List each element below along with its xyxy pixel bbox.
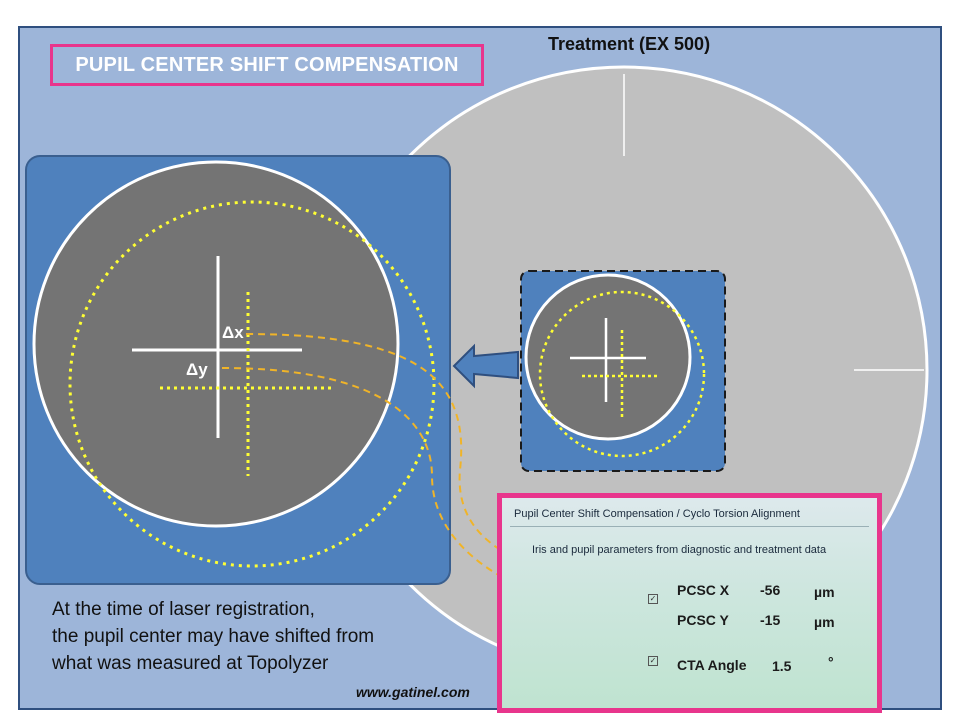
caption-line-1: At the time of laser registration, [52,599,315,620]
pcsc-y-unit: µm [814,614,835,630]
zoom-arrow-icon [452,343,519,389]
panel-title: Pupil Center Shift Compensation / Cyclo … [514,508,800,520]
caption: At the time of laser registration, the p… [52,596,374,677]
pcsc-y-value: -15 [760,612,781,628]
pcsc-x-label: PCSC X [677,582,730,598]
caption-line-2: the pupil center may have shifted from [52,626,375,647]
panel-subtitle: Iris and pupil parameters from diagnosti… [532,544,827,556]
pcsc-checkbox[interactable]: ✓ [648,594,658,604]
small-shifted-pupil [538,290,706,458]
orange-arrow-y [221,367,668,624]
panel-background [502,498,877,708]
delta-x-label: Δx [222,323,244,342]
treatment-label: Treatment (EX 500) [548,34,711,54]
zoom-shifted-pupil [68,200,436,568]
caption-line-3: what was measured at Topolyzer [52,653,329,674]
pcsc-x-unit: µm [814,584,835,600]
pcsc-screenshot-panel: Pupil Center Shift Compensation / Cyclo … [497,493,882,713]
delta-y-label: Δy [186,360,208,379]
title-box: PUPIL CENTER SHIFT COMPENSATION [50,44,484,86]
panel-divider [510,526,869,527]
cta-angle-value: 1.5 [772,658,792,674]
pcsc-x-value: -56 [760,582,781,598]
cta-checkbox[interactable]: ✓ [648,656,658,666]
zoom-pupil [32,160,400,528]
pcsc-y-label: PCSC Y [677,612,729,628]
source-url: www.gatinel.com [356,684,470,700]
page-title: PUPIL CENTER SHIFT COMPENSATION [75,53,459,76]
cta-angle-label: CTA Angle [677,657,747,673]
cta-angle-unit: ° [828,654,834,670]
